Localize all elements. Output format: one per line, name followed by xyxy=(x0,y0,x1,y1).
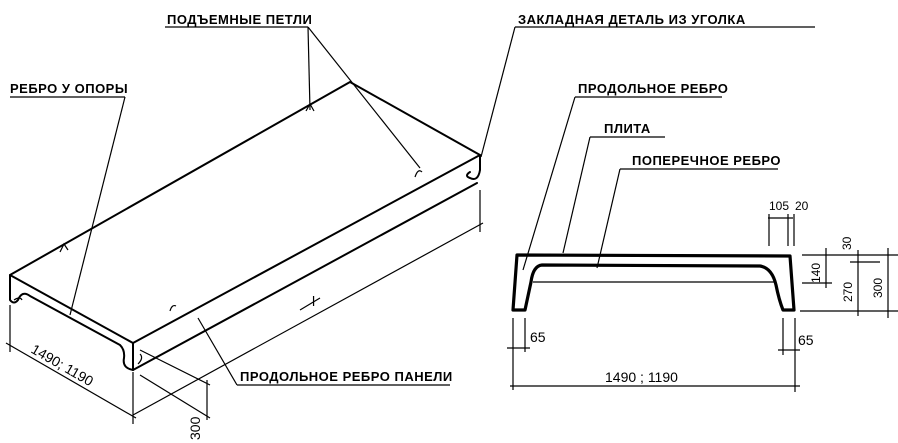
iso-length-dimension: l xyxy=(312,293,315,309)
label-panel-longitudinal-rib: ПРОДОЛЬНОЕ РЕБРО ПАНЕЛИ xyxy=(240,369,453,384)
label-transverse-rib: ПОПЕРЕЧНОЕ РЕБРО xyxy=(632,153,781,168)
label-support-rib: РЕБРО У ОПОРЫ xyxy=(10,81,128,96)
total-300-dimension: 300 xyxy=(871,278,885,298)
rib-270-dimension: 270 xyxy=(841,282,855,302)
lifting-loop-marks xyxy=(59,102,423,312)
isometric-panel xyxy=(9,81,481,371)
iso-height-dimension: 300 xyxy=(187,416,203,440)
iso-width-dimension: 1490; 1190 xyxy=(29,341,97,389)
label-longitudinal-rib: ПРОДОЛЬНОЕ РЕБРО xyxy=(578,81,728,96)
slab-30-dimension: 30 xyxy=(840,236,854,250)
isometric-dimensions xyxy=(5,190,484,424)
rib-right-dimension: 65 xyxy=(798,332,814,348)
rib-left-dimension: 65 xyxy=(530,329,546,345)
leader-lines xyxy=(10,26,815,386)
section-width-dimension: 1490 ; 1190 xyxy=(605,369,678,385)
rib-140-dimension: 140 xyxy=(809,263,823,283)
label-slab: ПЛИТА xyxy=(604,121,651,136)
rib-top-105-dimension: 105 xyxy=(769,199,789,213)
label-lifting-loops: ПОДЪЕМНЫЕ ПЕТЛИ xyxy=(167,12,312,27)
rib-top-20-dimension: 20 xyxy=(795,199,809,213)
cross-section xyxy=(511,253,796,312)
label-embedded-angle: ЗАКЛАДНАЯ ДЕТАЛЬ ИЗ УГОЛКА xyxy=(518,12,746,27)
section-dimensions xyxy=(507,214,898,392)
